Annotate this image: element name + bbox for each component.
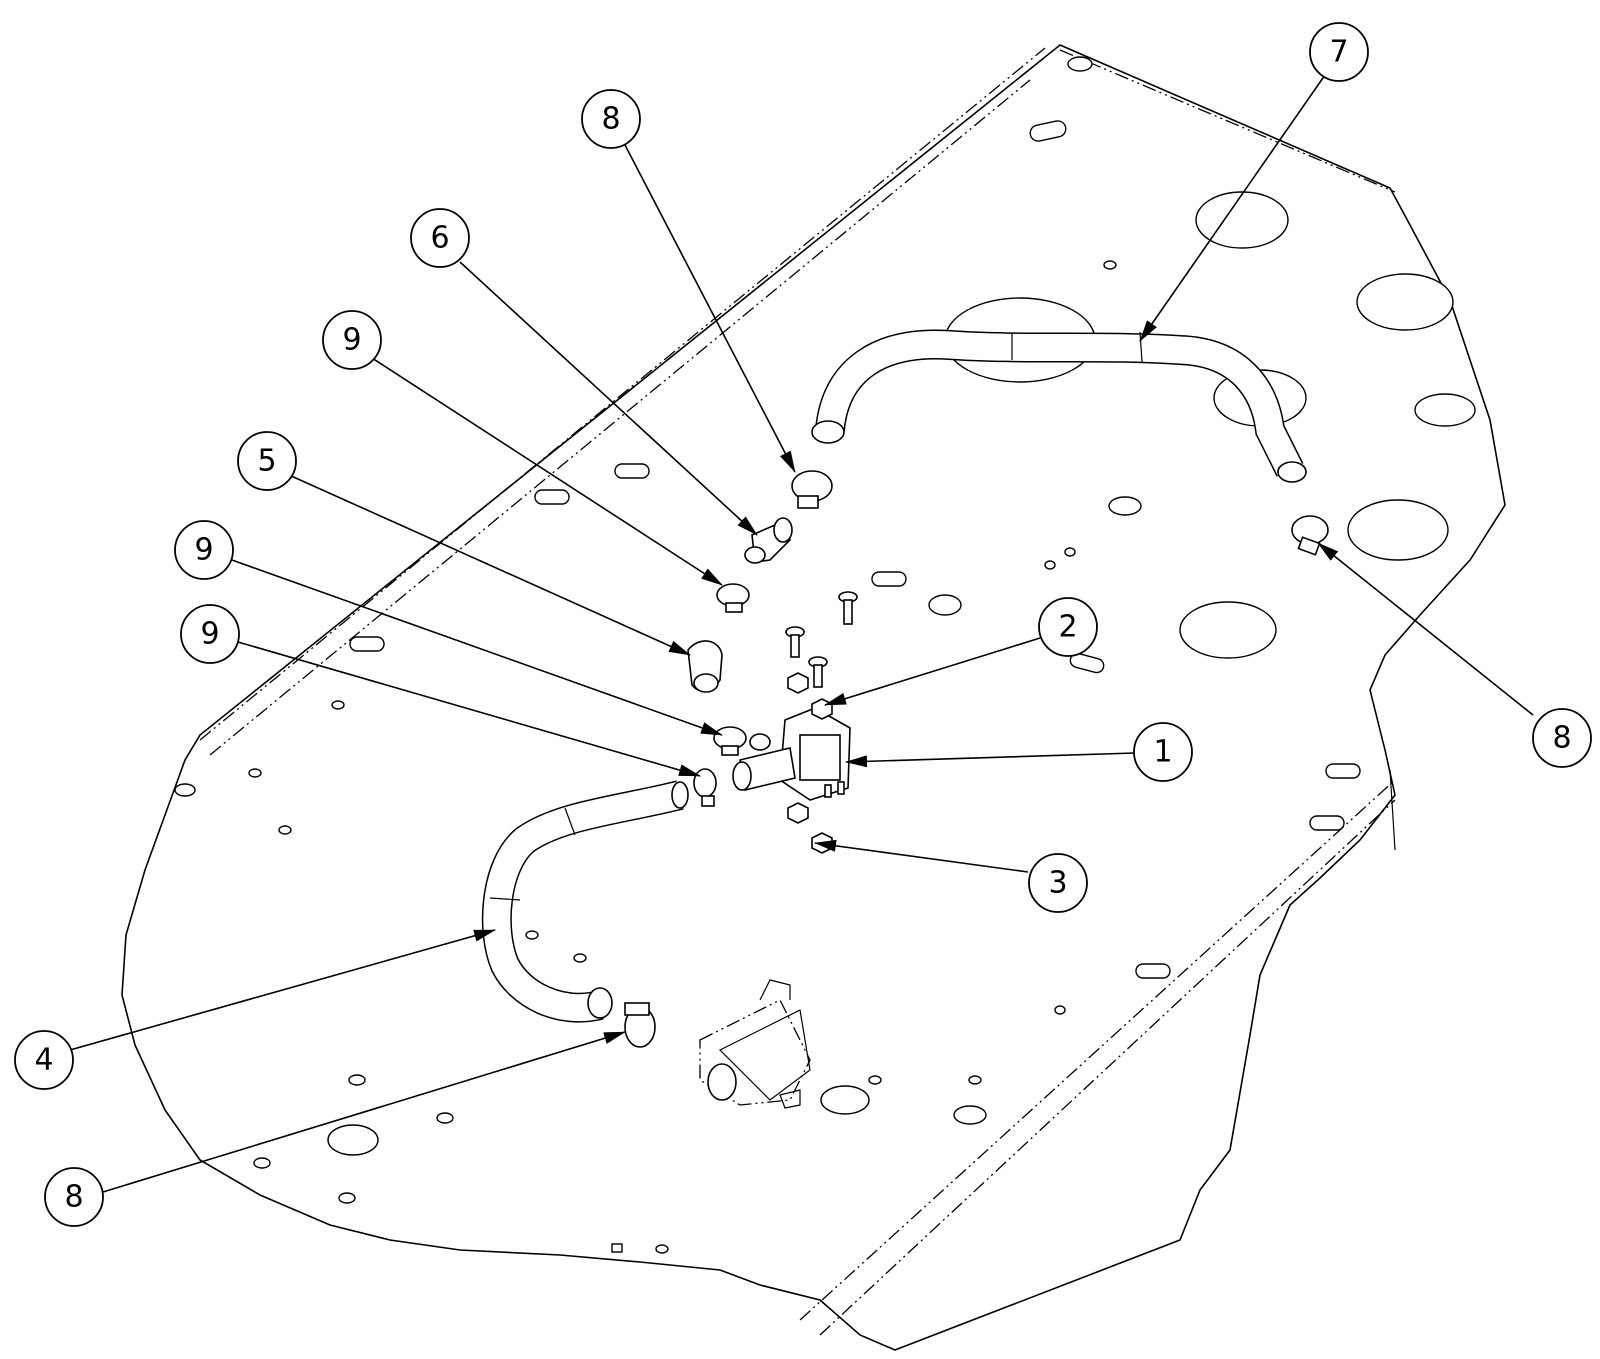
callout-9-top: 9: [322, 310, 382, 370]
leader-6: [459, 261, 758, 536]
leader-7: [1139, 74, 1326, 342]
callout-7-label: 7: [1329, 35, 1348, 70]
hex-nuts: [787, 672, 833, 854]
callout-8-right-label: 8: [1552, 721, 1571, 756]
callout-8-top-label: 8: [601, 102, 620, 137]
callout-3: 3: [1028, 853, 1088, 913]
leader-9a: [371, 357, 723, 586]
callout-7: 7: [1309, 22, 1369, 82]
callout-9-bottom: 9: [180, 604, 240, 664]
leader-8b: [1317, 542, 1534, 716]
callout-8-top: 8: [581, 89, 641, 149]
leader-8a: [624, 144, 796, 473]
callout-6-label: 6: [430, 221, 449, 256]
callout-8-bottom: 8: [44, 1167, 104, 1227]
callout-8-right: 8: [1532, 708, 1592, 768]
callout-9-top-label: 9: [342, 323, 361, 358]
leader-2: [824, 637, 1041, 706]
leader-1: [845, 752, 1136, 768]
leader-9b: [231, 559, 723, 736]
callout-3-label: 3: [1048, 866, 1067, 901]
callout-2-label: 2: [1058, 610, 1077, 645]
callout-1: 1: [1133, 722, 1193, 782]
callout-9-middle-label: 9: [194, 533, 213, 568]
callout-4: 4: [14, 1030, 74, 1090]
callout-9-middle: 9: [174, 520, 234, 580]
callout-5: 5: [237, 431, 297, 491]
callout-1-label: 1: [1153, 735, 1172, 770]
callout-8-bottom-label: 8: [64, 1180, 83, 1215]
plate-holes: [174, 56, 1476, 1254]
callout-2: 2: [1038, 597, 1098, 657]
callout-balloons: 1 2 3 4 5 6 7 8: [14, 22, 1592, 1227]
callout-6: 6: [410, 208, 470, 268]
hose-upper: [811, 329, 1307, 483]
phantom-valve: [699, 979, 811, 1109]
fittings: [687, 517, 793, 693]
callout-5-label: 5: [257, 444, 276, 479]
mounting-screws: [785, 591, 858, 688]
leader-5: [288, 474, 691, 656]
solenoid-valve: [732, 707, 851, 801]
hose-clamps: [624, 470, 1329, 1048]
base-plate: [121, 44, 1506, 1351]
leader-4: [69, 929, 496, 1051]
hose-lower: [481, 780, 689, 1023]
callout-4-label: 4: [34, 1043, 53, 1078]
leader-lines: [69, 74, 1534, 1193]
leader-9c: [237, 641, 701, 777]
leader-8c: [102, 1031, 626, 1193]
leader-3: [814, 839, 1029, 873]
callout-9-bottom-label: 9: [200, 617, 219, 652]
